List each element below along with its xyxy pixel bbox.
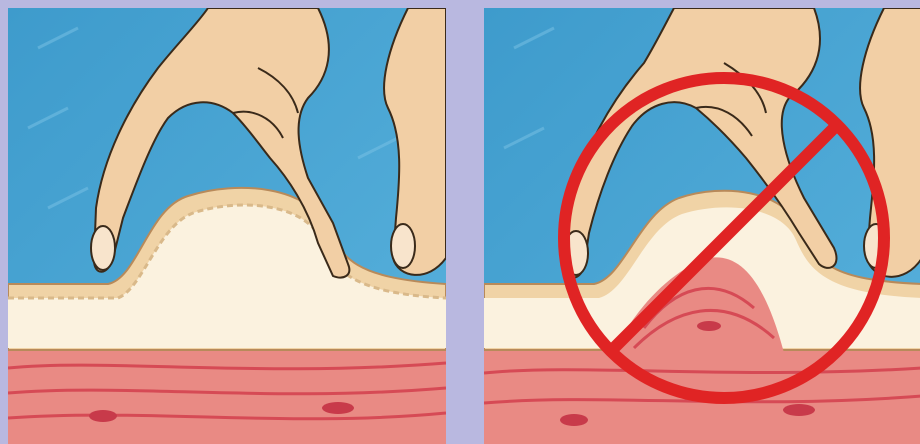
panel-incorrect-pinch: [484, 8, 920, 444]
panel-correct-pinch: [8, 8, 446, 444]
incorrect-pinch-illustration: [484, 8, 920, 444]
correct-pinch-illustration: [8, 8, 446, 444]
muscle-layer: [8, 346, 446, 444]
